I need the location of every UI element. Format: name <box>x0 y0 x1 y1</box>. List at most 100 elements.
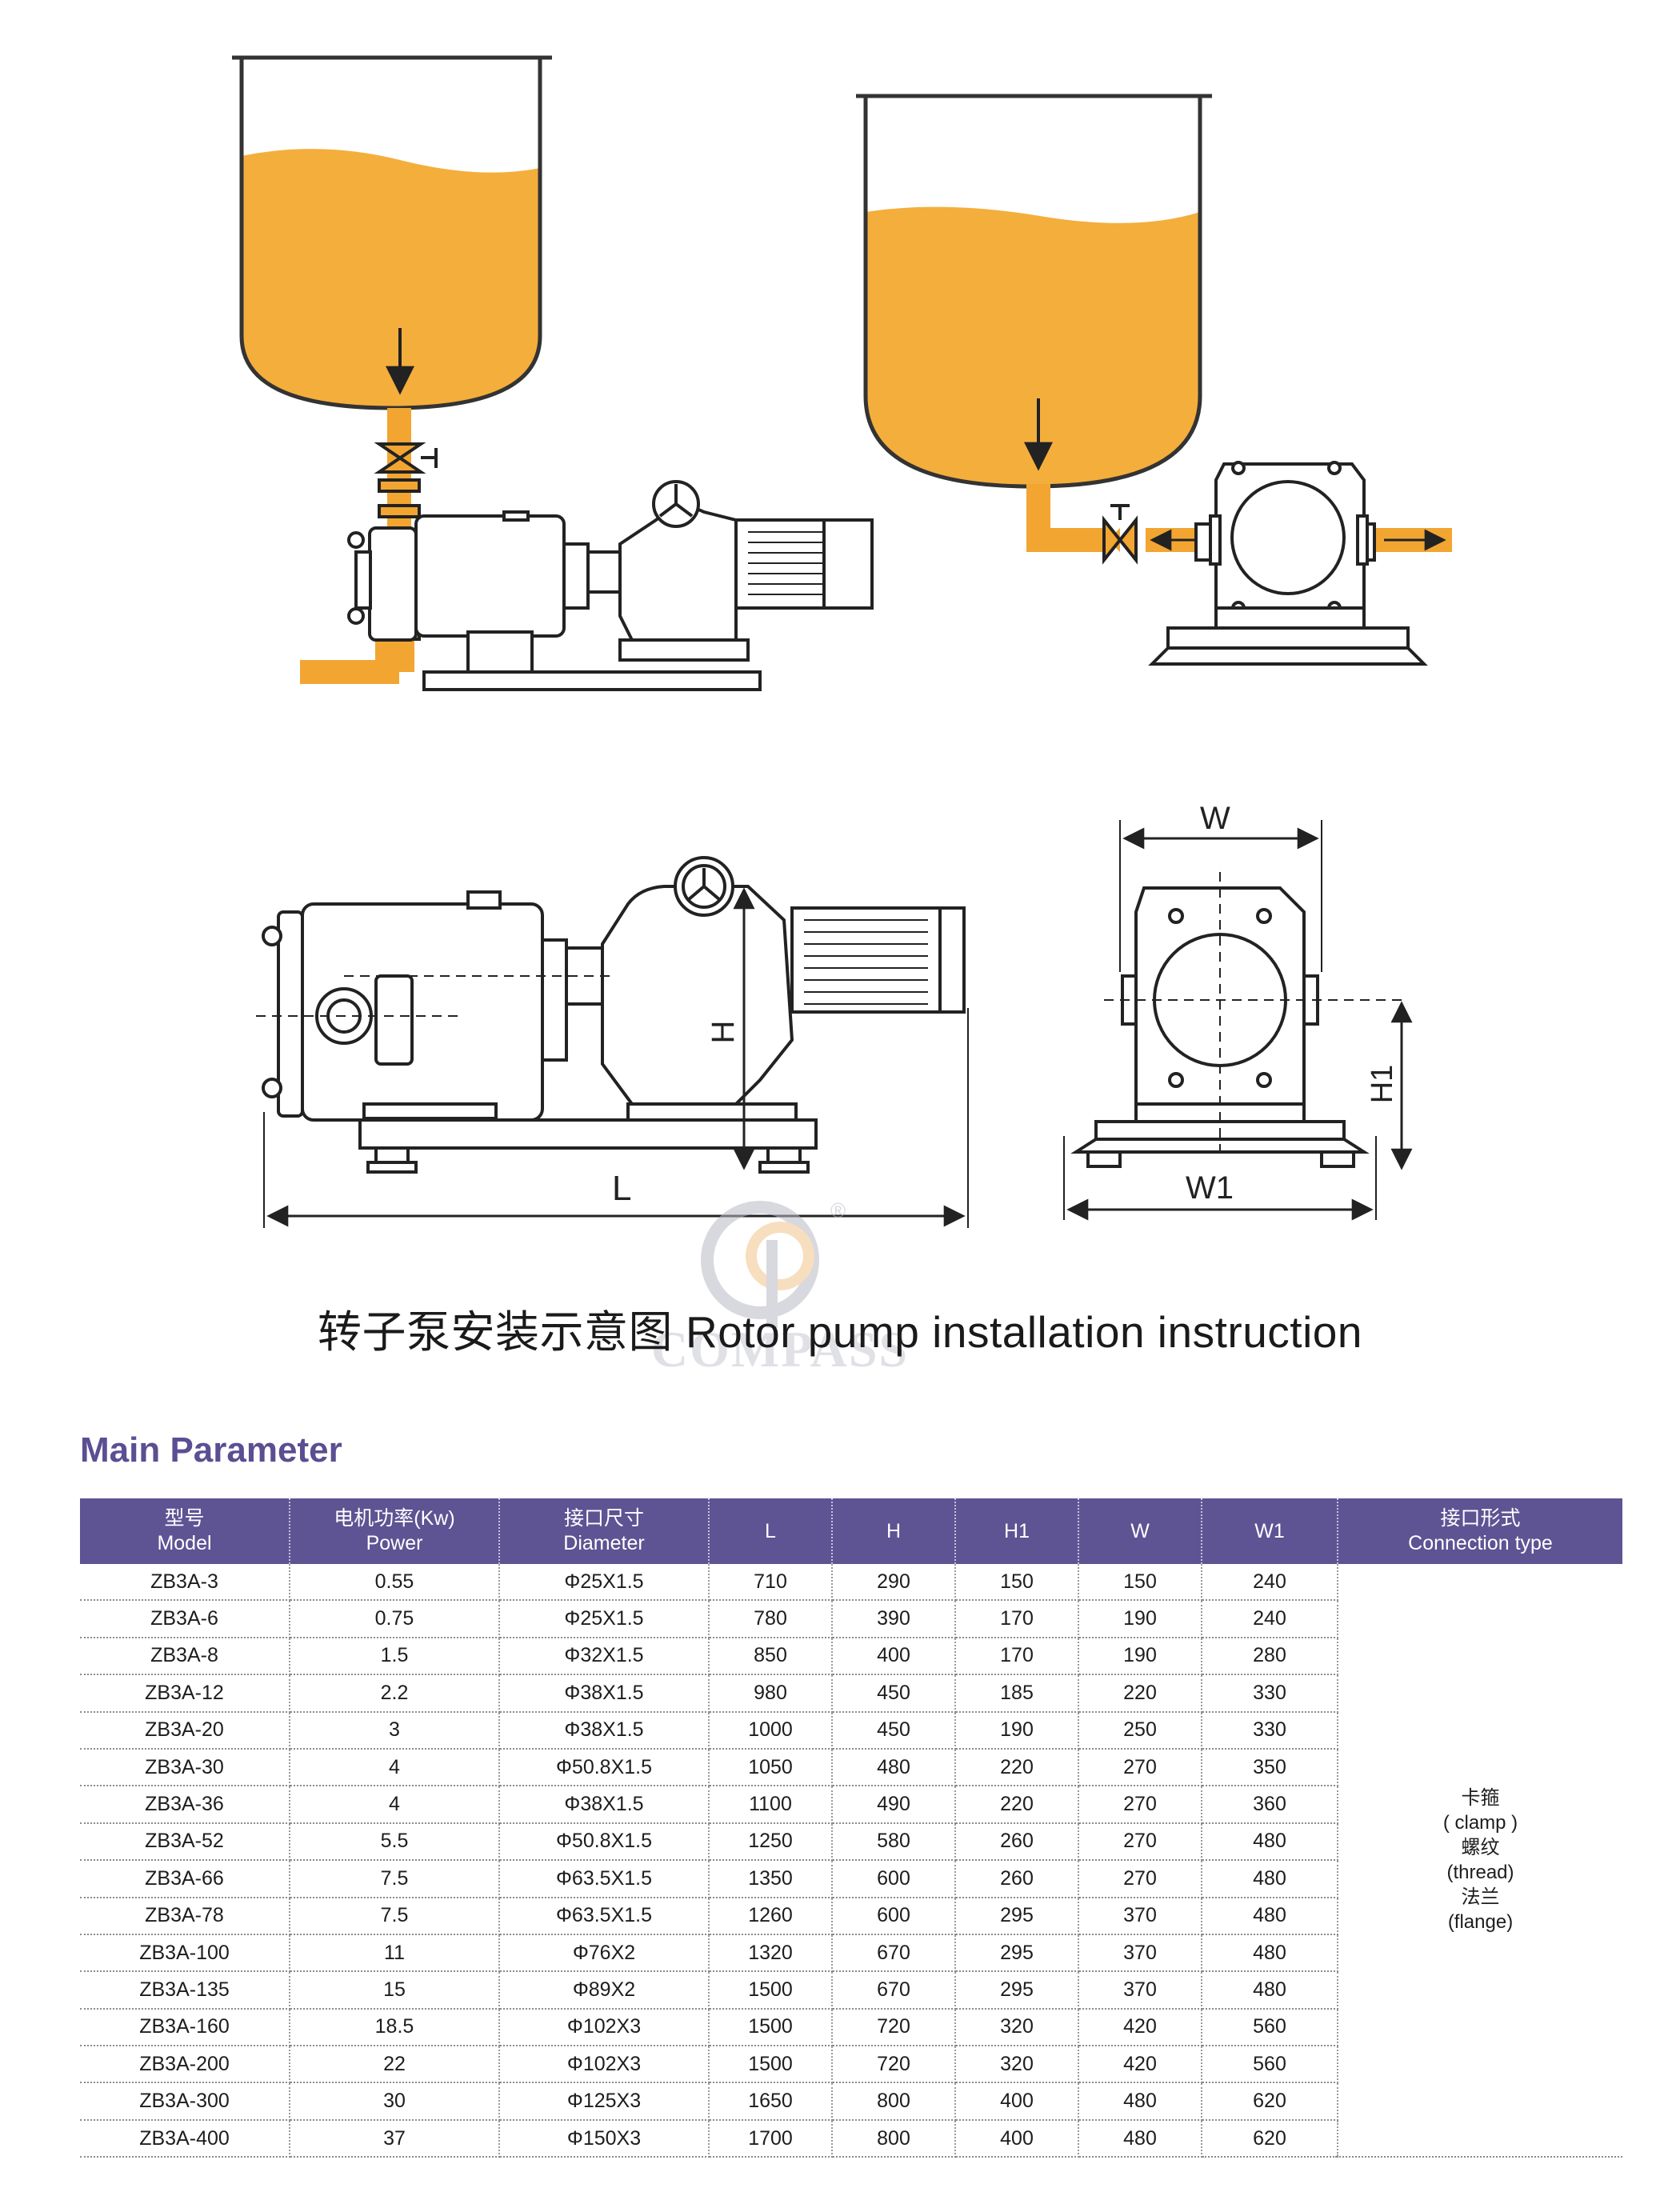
header-label-cn: 接口尺寸 <box>563 1507 644 1530</box>
table-cell: 1350 <box>709 1860 833 1898</box>
table-cell: Φ50.8X1.5 <box>499 1822 710 1862</box>
table-cell: 330 <box>1202 1674 1338 1713</box>
installation-diagrams: H L W W1 H1 <box>232 55 1452 1228</box>
table-cell: 270 <box>1078 1822 1202 1862</box>
table-cell: Φ25X1.5 <box>499 1600 710 1638</box>
table-cell: Φ150X3 <box>499 2119 710 2158</box>
table-cell: 270 <box>1078 1860 1202 1898</box>
table-cell: 1500 <box>709 1971 833 2010</box>
connection-type-line: 螺纹 <box>1461 1837 1500 1859</box>
table-cell: Φ102X3 <box>499 2046 710 2084</box>
header-label-cn: 接口形式 <box>1440 1507 1521 1530</box>
table-cell: 270 <box>1078 1748 1202 1787</box>
header-label-en: Model <box>157 1532 212 1554</box>
header-cell: W1 <box>1202 1498 1338 1564</box>
table-cell: 620 <box>1202 2119 1338 2158</box>
table-cell: 240 <box>1202 1600 1338 1638</box>
table-cell: ZB3A-160 <box>80 2008 290 2047</box>
table-cell: 240 <box>1202 1564 1338 1602</box>
table-cell: 0.55 <box>290 1564 500 1602</box>
table-cell: 480 <box>832 1748 956 1787</box>
header-label-cn: 型号 <box>164 1507 205 1530</box>
table-cell: 390 <box>832 1600 956 1638</box>
table-cell: ZB3A-6 <box>80 1600 290 1638</box>
table-cell: 1650 <box>709 2082 833 2121</box>
table-cell: ZB3A-200 <box>80 2046 290 2084</box>
table-cell: ZB3A-300 <box>80 2082 290 2121</box>
table-cell: 1500 <box>709 2046 833 2084</box>
table-cell: 850 <box>709 1637 833 1676</box>
caption-chinese: 转子泵安装示意图 <box>318 1307 674 1357</box>
table-cell: 1.5 <box>290 1637 500 1676</box>
table-cell: 480 <box>1078 2119 1202 2158</box>
table-cell: Φ76X2 <box>499 1934 710 1973</box>
table-cell: Φ63.5X1.5 <box>499 1897 710 1935</box>
header-label-en: Diameter <box>563 1532 645 1554</box>
table-cell: 1700 <box>709 2119 833 2158</box>
table-cell: 150 <box>955 1564 1079 1602</box>
table-cell: 560 <box>1202 2046 1338 2084</box>
table-cell: 190 <box>1078 1637 1202 1676</box>
table-cell: 18.5 <box>290 2008 500 2047</box>
table-cell: Φ25X1.5 <box>499 1564 710 1602</box>
table-cell: 370 <box>1078 1971 1202 2010</box>
table-cell: ZB3A-66 <box>80 1860 290 1898</box>
valve-right <box>1102 504 1446 565</box>
table-cell: Φ50.8X1.5 <box>499 1748 710 1787</box>
compass-logo-icon <box>701 1201 819 1328</box>
compass-wordmark: COMPASS <box>650 1321 910 1378</box>
table-cell: Φ89X2 <box>499 1971 710 2010</box>
connection-type-line: (flange) <box>1447 1911 1514 1934</box>
table-cell: 30 <box>290 2082 500 2121</box>
table-cell: 370 <box>1078 1897 1202 1935</box>
table-cell: 170 <box>955 1637 1079 1676</box>
table-cell: 720 <box>832 2046 956 2084</box>
table-cell: Φ102X3 <box>499 2008 710 2047</box>
table-cell: 370 <box>1078 1934 1202 1973</box>
table-cell: 420 <box>1078 2008 1202 2047</box>
table-cell: 800 <box>832 2082 956 2121</box>
caption-english: Rotor pump installation instruction <box>686 1307 1362 1357</box>
table-cell: 480 <box>1078 2082 1202 2121</box>
table-cell: 400 <box>832 1637 956 1676</box>
table-cell: 15 <box>290 1971 500 2010</box>
table-cell: 220 <box>955 1748 1079 1787</box>
table-cell: 330 <box>1202 1711 1338 1750</box>
table-cell: 720 <box>832 2008 956 2047</box>
table-cell: 0.75 <box>290 1600 500 1638</box>
table-cell: 480 <box>1202 1934 1338 1973</box>
table-cell: 600 <box>832 1897 956 1935</box>
table-cell: 190 <box>955 1711 1079 1750</box>
table-cell: 490 <box>832 1786 956 1824</box>
table-cell: 37 <box>290 2119 500 2158</box>
table-cell: 320 <box>955 2008 1079 2047</box>
table-cell: ZB3A-36 <box>80 1786 290 1824</box>
table-cell: 1100 <box>709 1786 833 1824</box>
table-cell: 185 <box>955 1674 1079 1713</box>
table-cell: 600 <box>832 1860 956 1898</box>
table-cell: 360 <box>1202 1786 1338 1824</box>
header-cell: H1 <box>955 1498 1079 1564</box>
table-cell: Φ63.5X1.5 <box>499 1860 710 1898</box>
table-cell: 350 <box>1202 1748 1338 1787</box>
table-cell: ZB3A-400 <box>80 2119 290 2158</box>
table-cell: 450 <box>832 1711 956 1750</box>
header-label-en: H1 <box>1004 1519 1030 1542</box>
dim-label-w1: W1 <box>1186 1170 1234 1206</box>
table-cell: 22 <box>290 2046 500 2084</box>
table-cell: 4 <box>290 1748 500 1787</box>
connection-type-cell: 卡箍( clamp )螺纹(thread)法兰(flange) <box>1338 1564 1622 2158</box>
table-cell: 580 <box>832 1822 956 1862</box>
table-cell: 1500 <box>709 2008 833 2047</box>
table-cell: 295 <box>955 1897 1079 1935</box>
